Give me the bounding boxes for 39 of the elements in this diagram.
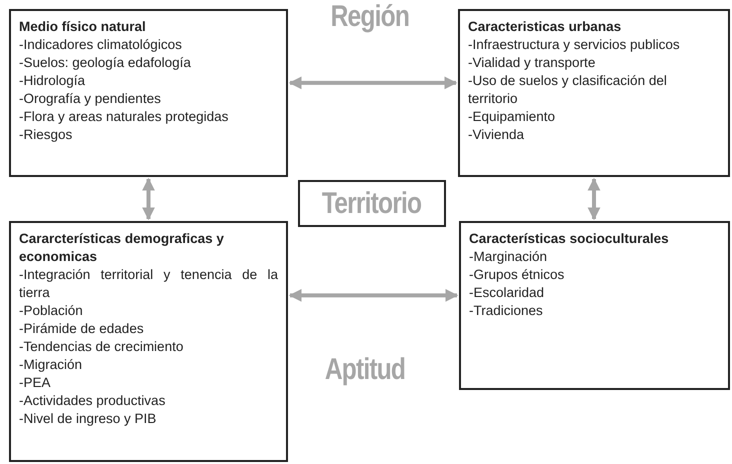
axis-word: Aptitud xyxy=(324,353,406,387)
list-item: -Indicadores climatológicos xyxy=(19,36,183,54)
box-heading: Medio físico natural xyxy=(19,18,147,36)
list-item: -Hidrología xyxy=(19,72,86,90)
list-item: -Flora y areas naturales protegidas xyxy=(19,108,230,126)
list-item: -Orografía y pendientes xyxy=(19,90,162,108)
list-item: -Población xyxy=(19,302,84,320)
list-item: -PEA xyxy=(19,374,52,392)
category-box xyxy=(459,221,730,390)
double-arrow xyxy=(288,76,458,90)
list-item: -Escolaridad xyxy=(469,284,546,302)
list-item: -Riesgos xyxy=(19,126,74,144)
list-item: -Tradiciones xyxy=(469,302,544,320)
list-item: -Uso de suelos y clasificación del territorio xyxy=(468,72,668,108)
double-arrow xyxy=(288,288,458,302)
box-heading: Características socioculturales xyxy=(469,230,670,248)
axis-word: Región xyxy=(330,0,410,34)
list-item: -Marginación xyxy=(469,248,548,266)
category-box xyxy=(458,9,730,177)
list-item: -Actividades productivas xyxy=(19,392,166,410)
list-item: -Equipamiento xyxy=(468,108,556,126)
double-arrow xyxy=(588,178,600,220)
box-heading: Caracteristicas urbanas xyxy=(468,18,622,36)
list-item: -Grupos étnicos xyxy=(469,266,566,284)
list-item: -Infraestructura y servicios publicos xyxy=(468,36,681,54)
list-item: -Pirámide de edades xyxy=(19,320,145,338)
list-item: -Nivel de ingreso y PIB xyxy=(19,410,158,428)
list-item: -Suelos: geología edafología xyxy=(19,54,192,72)
list-item: -Vialidad y transporte xyxy=(468,54,596,72)
list-item: -Vivienda xyxy=(468,126,526,144)
category-box xyxy=(9,9,288,177)
list-item: -Migración xyxy=(19,356,84,374)
category-box xyxy=(9,221,288,462)
box-title: Territorio xyxy=(322,186,422,220)
double-arrow xyxy=(142,178,155,220)
box-heading: Cararcterísticas demograficas y economicas xyxy=(19,230,225,266)
list-item: -Tendencias de crecimiento xyxy=(19,338,184,356)
list-item: -Integración territorial y tenencia de la tierra xyxy=(19,266,278,302)
title-box xyxy=(298,180,446,227)
